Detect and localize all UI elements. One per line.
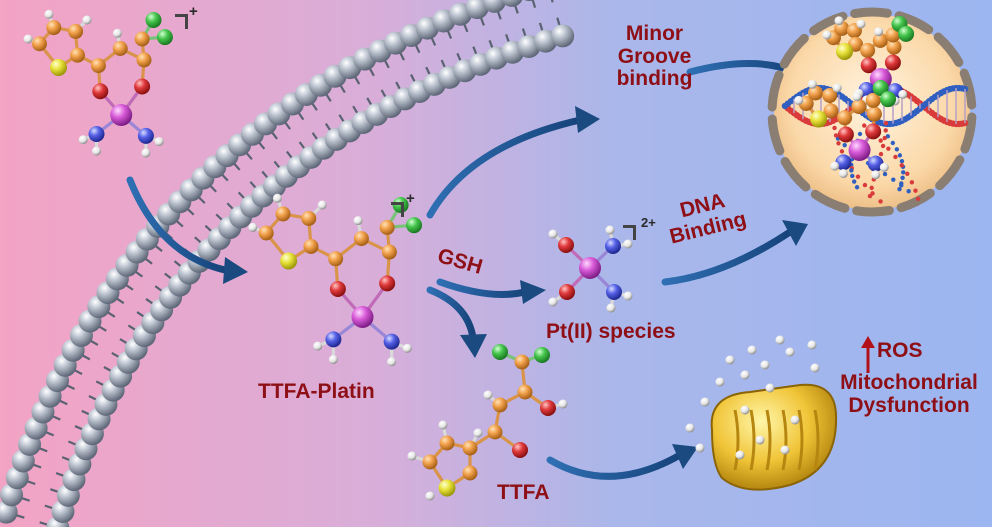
molecule-ttfa bbox=[407, 344, 568, 501]
nuclear-pore-segment bbox=[959, 68, 977, 110]
nuclear-pore-segment bbox=[852, 205, 894, 217]
charge-bracket-mid bbox=[391, 202, 404, 217]
label-pt-species: Pt(II) species bbox=[546, 320, 676, 343]
process-arrows bbox=[126, 60, 812, 480]
charge-bracket-top bbox=[175, 14, 188, 29]
ros-particle bbox=[775, 335, 785, 345]
arrow-minor-groove-icon bbox=[426, 106, 600, 219]
ros-particle bbox=[715, 377, 725, 387]
ros-particle bbox=[810, 363, 820, 373]
ros-particle bbox=[790, 415, 800, 425]
nuclear-pore-segment bbox=[933, 32, 964, 67]
arrow-into-cell-icon bbox=[126, 176, 248, 284]
ros-particle bbox=[780, 445, 790, 455]
membrane-head bbox=[551, 24, 575, 48]
charge-plus-mid: + bbox=[406, 190, 415, 207]
arrow-ttfa-icon bbox=[426, 286, 487, 358]
label-minor-line1: Minor bbox=[625, 22, 684, 45]
ros-particle bbox=[747, 345, 757, 355]
ros-particle bbox=[725, 355, 735, 365]
mitochondrion-crista bbox=[765, 409, 772, 471]
ros-particle bbox=[740, 405, 750, 415]
ros-particle bbox=[740, 370, 750, 380]
nuclear-pore-segment bbox=[810, 189, 850, 213]
ros-up-arrow-icon bbox=[861, 336, 875, 373]
arrow-to-mitochondria-icon bbox=[546, 444, 698, 480]
label-mito-line1: Mitochondrial bbox=[840, 371, 978, 394]
ros-particle bbox=[807, 340, 817, 350]
nuclear-pore-segment bbox=[767, 70, 784, 112]
ros-particle bbox=[735, 450, 745, 460]
ros-particle bbox=[785, 347, 795, 357]
label-ros: ROS bbox=[877, 339, 923, 362]
nuclear-pore-segment bbox=[779, 33, 809, 69]
molecule-ttfa-platin-dna-bound bbox=[794, 79, 897, 180]
mitochondrion-crista bbox=[781, 409, 788, 471]
mitochondrion-crista bbox=[749, 409, 756, 471]
membrane-head bbox=[0, 500, 18, 524]
nuclear-pore-segment bbox=[894, 11, 934, 35]
label-minor-groove-binding: Minor Groove binding bbox=[607, 22, 702, 91]
nuclear-pore-segment bbox=[780, 157, 811, 192]
lipid-bilayer-membrane bbox=[0, 0, 575, 527]
mitochondrion-crista bbox=[797, 409, 804, 471]
ros-particle bbox=[700, 397, 710, 407]
membrane-head bbox=[482, 0, 506, 13]
mitochondrion-crista bbox=[813, 409, 820, 471]
ros-particle bbox=[760, 360, 770, 370]
ros-particle bbox=[695, 443, 705, 453]
mitochondrion-crista bbox=[733, 409, 740, 471]
ros-particle bbox=[685, 423, 695, 433]
molecule-ttfa-platin-outside bbox=[23, 9, 173, 158]
charge-two-plus: 2+ bbox=[641, 215, 656, 230]
arrow-dna-binding-icon bbox=[661, 220, 808, 286]
label-minor-line2: Groove bbox=[617, 44, 692, 68]
arrow-gsh-icon bbox=[436, 278, 546, 304]
nuclear-pore-segment bbox=[896, 188, 935, 213]
ros-particle bbox=[755, 435, 765, 445]
molecule-ttfa-platin-nucleus bbox=[822, 16, 915, 106]
label-mito-line2: Dysfunction bbox=[848, 393, 970, 417]
nuclear-pore-segment bbox=[935, 155, 965, 191]
label-minor-line3: binding bbox=[616, 67, 693, 91]
label-mitochondrial-dysfunction: Mitochondrial Dysfunction bbox=[834, 371, 984, 417]
mitochondrion-icon bbox=[685, 335, 838, 491]
molecule-pt-species bbox=[548, 225, 633, 313]
membrane-head bbox=[501, 0, 523, 7]
molecules bbox=[23, 9, 915, 501]
label-ttfa: TTFA bbox=[497, 481, 550, 504]
membrane-head bbox=[465, 0, 489, 20]
label-ttfa-platin: TTFA-Platin bbox=[258, 380, 375, 403]
membrane-head bbox=[524, 0, 535, 2]
ros-particle bbox=[765, 383, 775, 393]
nuclear-pore-segment bbox=[850, 7, 892, 19]
charge-plus-top: + bbox=[189, 3, 198, 20]
charge-bracket-pt bbox=[623, 225, 636, 240]
nuclear-pore-segment bbox=[767, 114, 785, 156]
nuclear-pore-segment bbox=[960, 112, 977, 154]
nuclear-pore-segment bbox=[809, 11, 848, 36]
molecule-ttfa-platin-inside bbox=[248, 193, 423, 367]
